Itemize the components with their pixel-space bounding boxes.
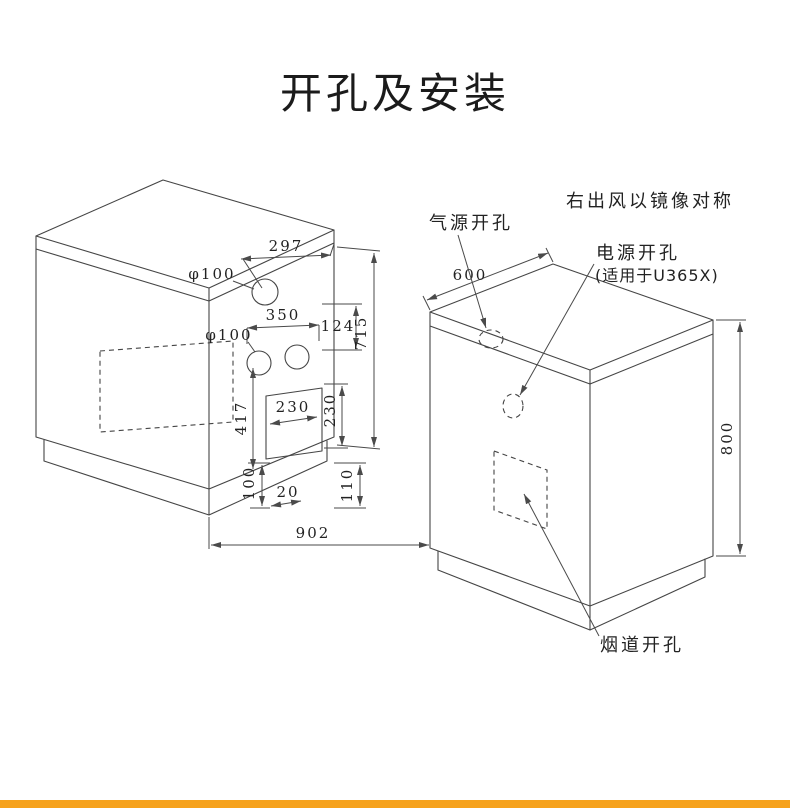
right-cabinet-body-outline [429, 325, 714, 607]
right-cabinet-counter-lip-right [589, 319, 714, 385]
dim-350: 350 [266, 306, 301, 324]
dim-230-width: 230 [276, 398, 311, 416]
dim-297-line [240, 252, 332, 262]
dim-600-line [426, 252, 549, 301]
left-cabinet-drawing [35, 179, 335, 516]
label-flue-opening: 烟道开孔 [600, 635, 684, 656]
bottom-dims-extension [248, 462, 366, 509]
dim-phi100-mid: φ100 [205, 326, 252, 344]
flue-opening-leader-line [523, 493, 600, 637]
cutout-230-rect [265, 387, 323, 460]
label-mirror-note: 右出风以镜像对称 [566, 191, 734, 212]
right-cabinet-counter-lip-left [429, 311, 591, 385]
dim-100: 100 [240, 466, 258, 501]
right-cabinet-plinth [437, 550, 706, 631]
dim-350-line [246, 322, 320, 331]
dim-124-extension [322, 303, 362, 351]
dim-124: 124 [321, 317, 356, 335]
right-cabinet-annotations: 600 800 气源开孔 右出风以镜像对称 电源开孔 (适用于U365X) 烟道… [422, 191, 746, 656]
left-cabinet-counter-lip-left [35, 235, 210, 302]
dim-417: 417 [232, 401, 250, 436]
dim-715: 715 [352, 316, 370, 351]
gas-opening-hole [478, 329, 504, 349]
dim-phi100-mid-leader [247, 341, 256, 353]
bottom-accent-bar [0, 800, 790, 808]
left-cabinet-top-face [35, 179, 335, 289]
dim-350-extension [246, 325, 320, 344]
gas-opening-leader-line [457, 234, 487, 329]
dim-800-extension [716, 319, 746, 557]
flue-opening-cutout [493, 450, 548, 530]
page-title: 开孔及安装 [279, 69, 510, 118]
dim-20: 20 [276, 483, 299, 501]
right-cabinet-drawing [429, 263, 714, 631]
dim-600: 600 [453, 266, 488, 284]
dim-phi100-top: φ100 [188, 265, 235, 283]
power-opening-leader-line [519, 263, 595, 396]
dim-230-width-line [269, 415, 318, 426]
dim-600-extension [422, 247, 554, 311]
power-opening-hole [502, 393, 524, 419]
dim-902: 902 [296, 524, 331, 542]
dim-800: 800 [718, 421, 736, 456]
hidden-cavity-outline [99, 340, 234, 433]
hole-phi100-left [246, 350, 272, 376]
hole-phi100-right [284, 344, 310, 370]
dim-20-line [270, 499, 302, 508]
label-power-note: (适用于U365X) [595, 266, 719, 285]
dim-230-height: 230 [321, 393, 339, 428]
label-power-opening: 电源开孔 [596, 243, 680, 264]
dim-110: 110 [338, 468, 356, 503]
label-gas-opening: 气源开孔 [429, 213, 513, 234]
dim-297: 297 [269, 237, 304, 255]
dim-phi100-top-leader [232, 280, 255, 290]
hole-phi100-top [251, 278, 279, 306]
dim-230-height-extension [324, 383, 348, 449]
left-cabinet-dimensions: 297 φ100 350 124 715 φ100 417 [188, 237, 429, 549]
